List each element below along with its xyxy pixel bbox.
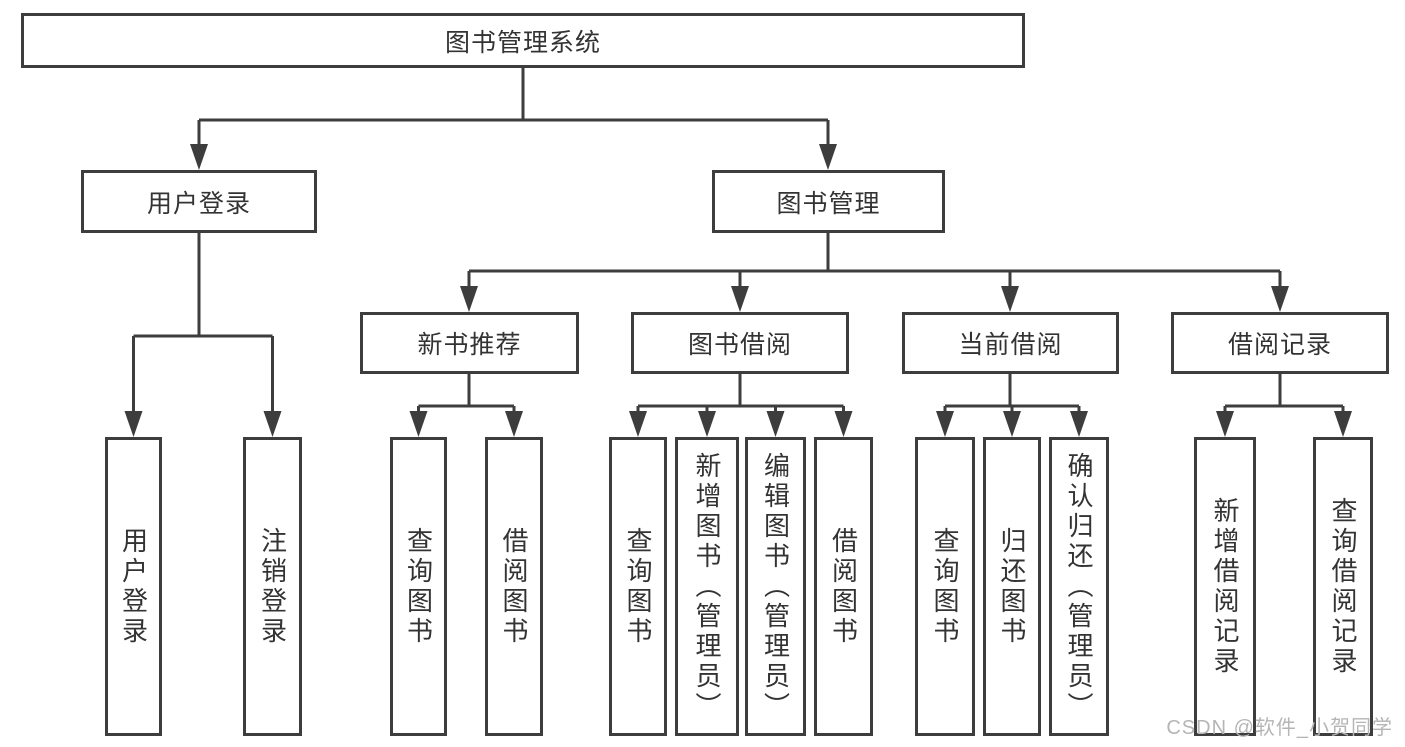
node-borrowing-records: 借阅记录 [1171,312,1389,374]
leaf-add-borrow-record: 新增借阅记录 [1194,437,1256,736]
leaf-label: 查询图书 [623,526,653,647]
node-user-login: 用户登录 [81,170,317,233]
leaf-label: 查询图书 [403,526,434,647]
leaf-label: 查询借阅记录 [1328,496,1358,677]
leaf-return-books: 归还图书 [983,437,1041,736]
node-current-borrowing: 当前借阅 [902,312,1119,374]
leaf-edit-books-admin: 编辑图书（管理员） [745,437,806,736]
leaf-label: 编辑图书（管理员） [760,451,791,722]
leaf-logout: 注销登录 [243,437,302,736]
leaf-label: 借阅图书 [499,526,529,647]
leaf-user-login: 用户登录 [105,437,162,736]
leaf-label: 新增借阅记录 [1210,496,1240,677]
csdn-watermark: CSDN @软件_小贺同学 [1166,717,1393,739]
leaf-label: 查询图书 [930,526,960,647]
leaf-borrow-books-1: 借阅图书 [485,437,543,736]
node-book-borrowing: 图书借阅 [631,312,849,374]
leaf-query-books-3: 查询图书 [915,437,975,736]
leaf-label: 借阅图书 [828,526,859,647]
leaf-query-books-2: 查询图书 [609,437,667,736]
leaf-label: 新增图书（管理员） [692,451,722,722]
leaf-label: 确认归还（管理员） [1064,451,1094,722]
node-book-management: 图书管理 [712,170,945,233]
node-library-management-system: 图书管理系统 [21,13,1025,68]
node-new-book-recommendation: 新书推荐 [360,312,579,374]
leaf-add-books-admin: 新增图书（管理员） [675,437,739,736]
leaf-label: 注销登录 [257,526,288,647]
leaf-borrow-books-2: 借阅图书 [814,437,873,736]
leaf-query-borrow-record: 查询借阅记录 [1313,437,1373,736]
leaf-label: 用户登录 [118,526,149,647]
leaf-confirm-return-admin: 确认归还（管理员） [1049,437,1109,736]
leaf-label: 归还图书 [997,526,1027,647]
leaf-query-books-1: 查询图书 [390,437,447,736]
